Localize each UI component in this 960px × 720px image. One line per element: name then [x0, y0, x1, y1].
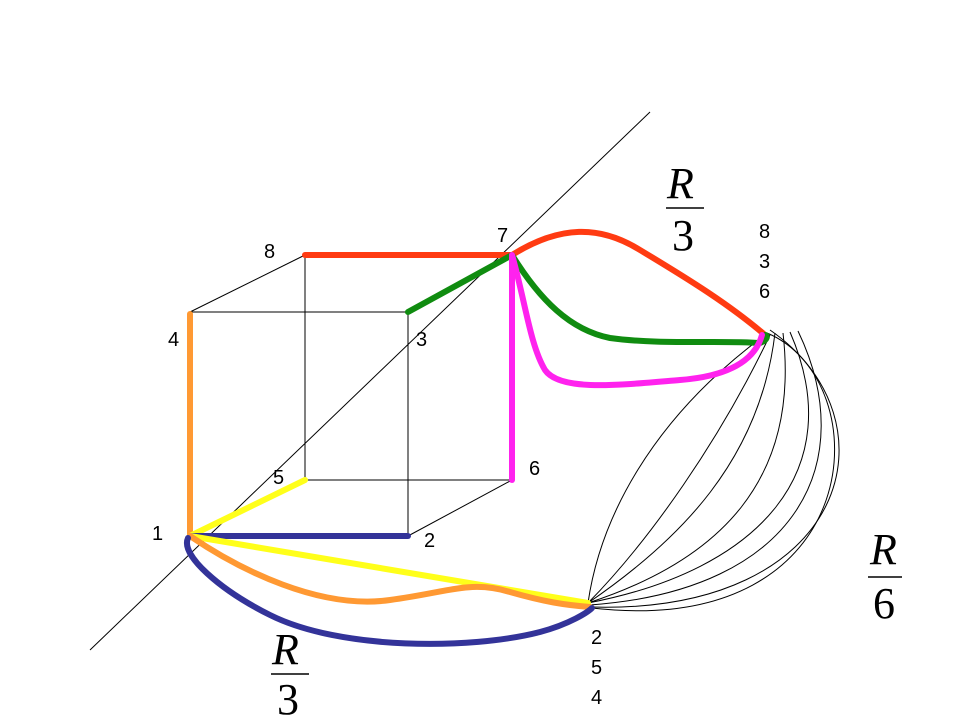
group-label-bottom-2: 5 [591, 657, 602, 679]
group-label-top-1: 8 [759, 221, 770, 243]
wire-4 [587, 332, 786, 604]
fraction-bottom-left: R 3 [271, 625, 309, 720]
vertex-label-3: 3 [416, 329, 427, 351]
colored-edges [184, 228, 770, 647]
fraction-top-right-denominator: 3 [672, 211, 694, 260]
vertex-label-4: 4 [168, 329, 179, 351]
fraction-top-right: R 3 [666, 159, 704, 260]
vertex-label-8: 8 [264, 241, 275, 263]
orange-curve [187, 533, 593, 610]
diagonal-axis [89, 111, 651, 651]
edge-2-6 [407, 479, 513, 537]
green-edge-3-7 [405, 252, 515, 315]
fraction-right: R 6 [868, 525, 902, 628]
navy-curve [184, 535, 595, 647]
group-label-top-2: 3 [759, 251, 770, 273]
cube-thin-edges [189, 254, 513, 537]
fraction-right-numerator: R [869, 525, 897, 574]
vertex-label-1: 1 [152, 523, 163, 545]
red-curve [509, 228, 768, 338]
parallel-thin-wires [587, 329, 840, 611]
wire-5 [587, 331, 809, 604]
edge-4-8 [189, 254, 306, 313]
vertex-label-5: 5 [273, 467, 284, 489]
fraction-right-denominator: 6 [873, 579, 895, 628]
wire-3 [587, 332, 776, 604]
wire-6 [589, 330, 822, 606]
fraction-bottom-left-numerator: R [271, 625, 299, 674]
vertex-label-2: 2 [424, 530, 435, 552]
yellow-edge-1-5 [187, 477, 308, 539]
vertex-label-6: 6 [529, 458, 540, 480]
wire-2 [587, 334, 771, 604]
group-label-top-3: 6 [759, 281, 770, 303]
green-curve [509, 252, 770, 347]
group-label-bottom-3: 4 [591, 687, 602, 709]
group-label-bottom-1: 2 [591, 627, 602, 649]
yellow-curve [187, 533, 591, 606]
vertex-label-7: 7 [497, 225, 508, 247]
magenta-curve [509, 252, 765, 389]
fraction-top-right-numerator: R [666, 159, 694, 208]
fraction-bottom-left-denominator: 3 [277, 675, 299, 720]
wire-8 [591, 332, 836, 611]
